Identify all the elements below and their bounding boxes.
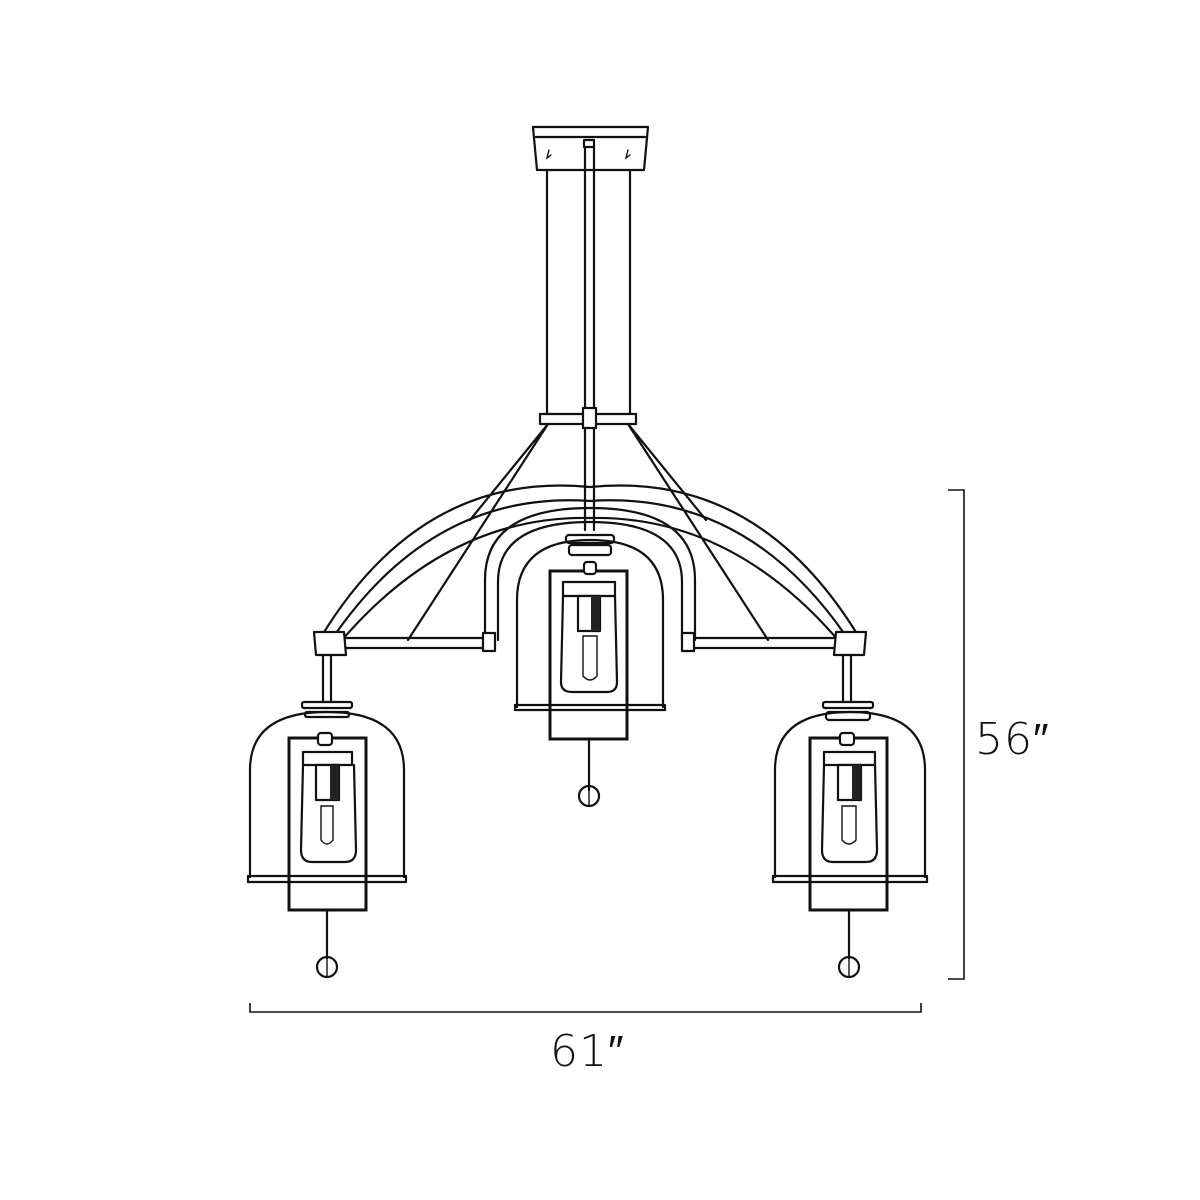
height-dimension-line [948,489,965,980]
upper-crossbar [538,406,638,430]
suspension-cables [545,145,632,532]
outer-arches [316,484,864,647]
ceiling-canopy [531,125,650,172]
left-pendant [246,653,408,979]
inner-arch [483,506,697,642]
right-pendant [771,653,929,979]
diagonal-braces [406,422,770,642]
width-dimension-line [249,1003,922,1013]
width-dimension-label: 61″ [550,1026,625,1077]
horizontal-arms [312,630,868,657]
center-pendant [513,533,667,808]
height-dimension-label: 56″ [975,714,1050,765]
